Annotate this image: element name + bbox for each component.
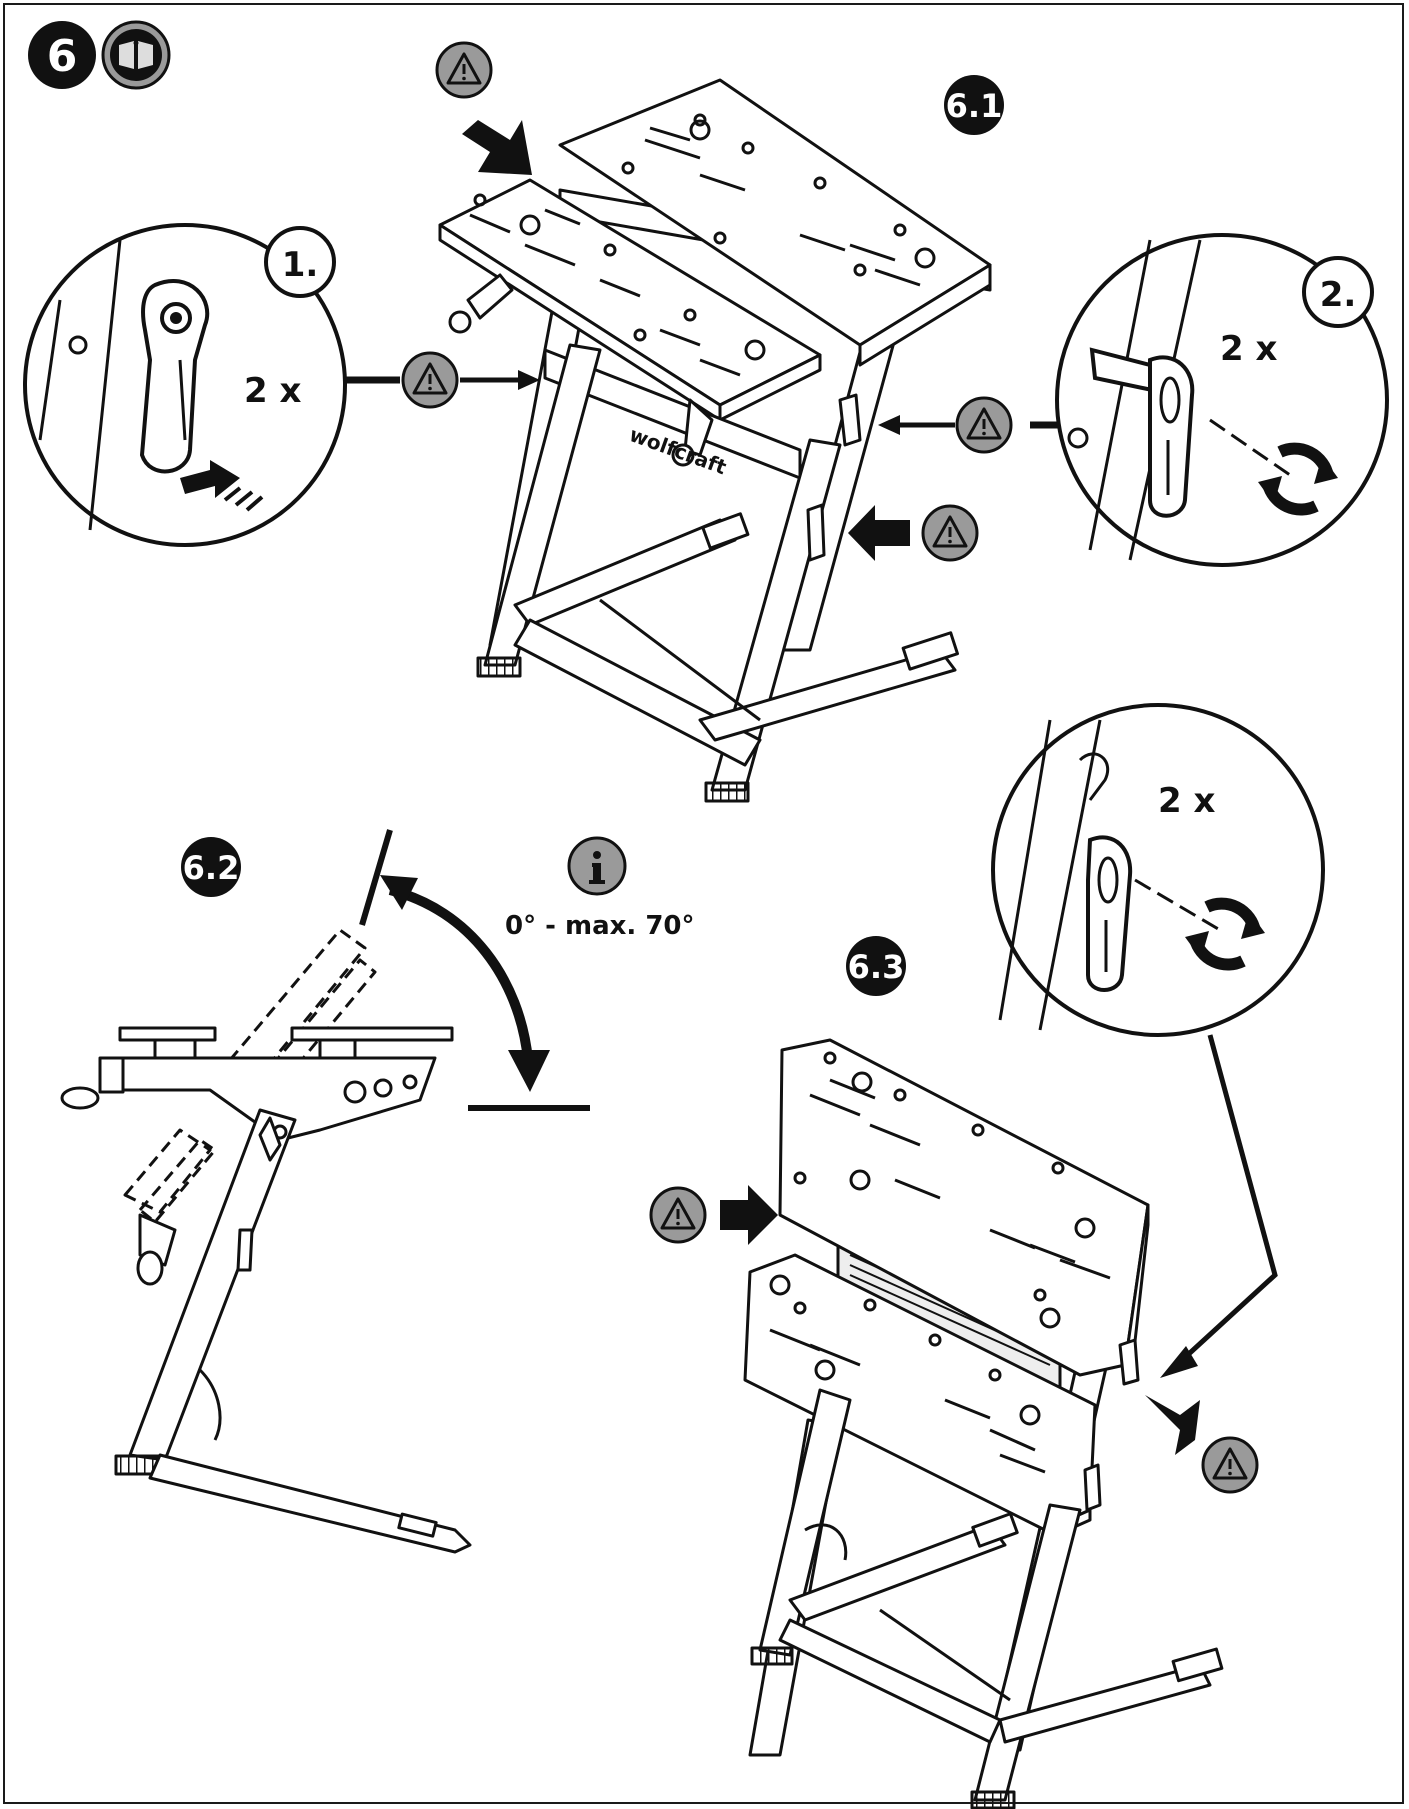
svg-text:6.3: 6.3: [848, 948, 905, 986]
page-border: [3, 3, 1404, 1804]
push-arrow-icon: [878, 415, 955, 435]
substep-badge-6-2: 6.2: [181, 837, 241, 897]
tilted-plate-holes: [769, 1051, 1111, 1474]
push-arrow-icon: [1145, 1395, 1200, 1455]
callout-2-magnifier: [1055, 233, 1389, 567]
callout-3-count: 2 x: [1158, 781, 1215, 821]
svg-text:1.: 1.: [282, 245, 319, 285]
substep-badge-6-3: 6.3: [846, 936, 906, 996]
push-arrow-icon: [460, 370, 540, 390]
workbench-6-1: [438, 78, 992, 803]
workbench-side-view-6-2: [60, 928, 472, 1554]
front-plate-holes: [469, 193, 766, 377]
rear-plate-holes: [621, 113, 936, 287]
callout-2-index-badge: 2.: [1302, 256, 1374, 328]
tilt-angle-label: 0° - max. 70°: [505, 911, 695, 941]
push-arrow-icon: [720, 1185, 778, 1245]
warning-triangle-icon: [435, 41, 493, 99]
warning-triangle-icon: [649, 1186, 707, 1244]
callout-1-index-badge: 1.: [264, 226, 336, 298]
callout-1-magnifier: [23, 223, 347, 547]
callout-1-count: 2 x: [244, 371, 301, 411]
callout-3-connector: [1160, 1034, 1278, 1378]
info-icon: [567, 836, 627, 896]
push-arrow-icon: [462, 120, 532, 175]
manual-info-icon: [101, 20, 171, 90]
warning-triangle-icon: [921, 504, 979, 562]
workbench-tilted-6-3: [743, 1038, 1224, 1809]
tilt-angle-indicator: [359, 829, 590, 1111]
svg-text:2.: 2.: [1320, 275, 1357, 315]
callout-2-count: 2 x: [1220, 329, 1277, 369]
callout-3-magnifier: [991, 703, 1325, 1037]
warning-triangle-icon: [401, 351, 459, 409]
substep-badge-6-1: 6.1: [944, 75, 1004, 135]
step-number-text: 6: [47, 31, 78, 82]
push-arrow-icon: [848, 505, 910, 561]
svg-text:6.2: 6.2: [183, 849, 240, 887]
warning-triangle-icon: [955, 396, 1013, 454]
svg-text:6.1: 6.1: [946, 87, 1003, 125]
step-number-badge: 6: [28, 21, 96, 89]
warning-triangle-icon: [1201, 1436, 1259, 1494]
